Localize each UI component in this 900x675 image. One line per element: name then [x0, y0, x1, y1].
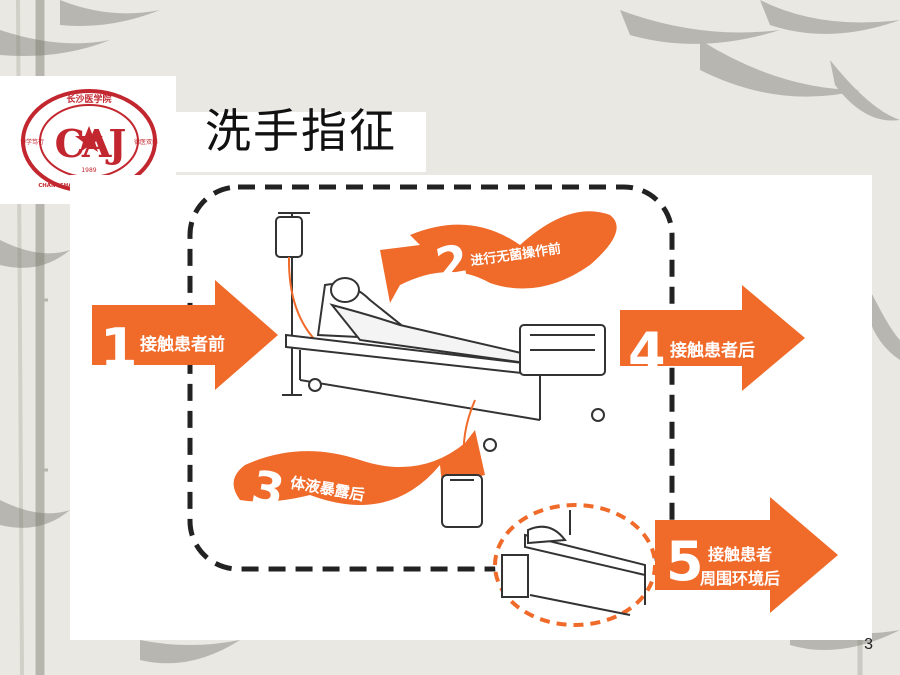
iv-stand-icon — [275, 212, 321, 396]
arrow-1 — [92, 280, 278, 390]
indication-5-label-line2: 周围环境后 — [700, 569, 781, 588]
page-title: 洗手指征 — [205, 104, 397, 158]
arrow-5 — [655, 497, 838, 613]
page-number: 3 — [864, 636, 873, 653]
logo-top-text: 长沙医学院 — [66, 93, 111, 105]
logo-star-icon — [75, 126, 103, 152]
indication-1-label: 接触患者前 — [140, 335, 225, 355]
indication-4-number: 4 — [628, 321, 666, 384]
indication-5-number: 5 — [666, 530, 704, 593]
indication-5-label-line1: 接触患者 — [708, 545, 773, 564]
hospital-bed-icon — [285, 277, 606, 466]
drainage-bag-icon — [441, 474, 483, 528]
title-backdrop — [176, 112, 426, 172]
arrow-3 — [233, 430, 485, 505]
arrow-2 — [380, 211, 617, 303]
empty-bed-icon — [501, 510, 646, 616]
patient-zone-frame — [187, 184, 675, 572]
indication-1-number: 1 — [100, 317, 138, 380]
hand-hygiene-diagram — [92, 184, 838, 627]
indication-4-label: 接触患者后 — [670, 341, 755, 361]
arrow-4 — [620, 285, 805, 391]
logo-year: 1989 — [81, 167, 96, 174]
logo-left-text: 博学笃行 — [20, 138, 44, 146]
logo-right-text: 德医双馨 — [134, 138, 158, 146]
